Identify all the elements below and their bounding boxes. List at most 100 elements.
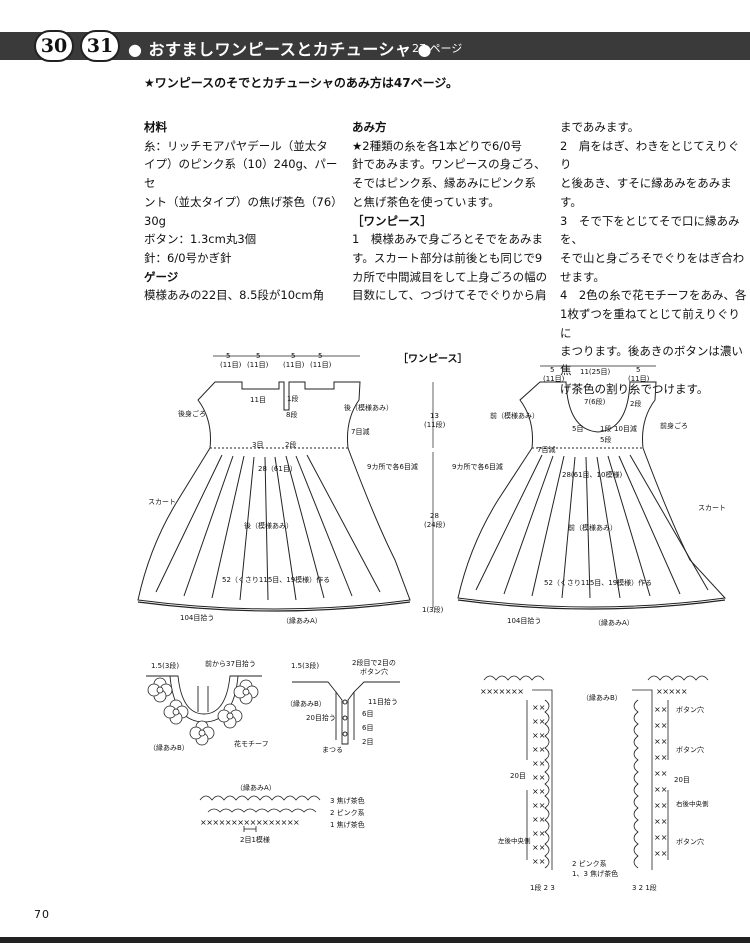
row-numbers-right: 3 2 1段 (632, 883, 657, 892)
edging-b-right-chart (632, 675, 709, 870)
edging-row: 3 焦げ茶色 (330, 796, 365, 805)
buttonhole-label: ボタン穴 (676, 745, 704, 754)
buttonhole-note: 2段目で2目の (352, 658, 396, 667)
method-line: そではピンク系、縁あみにピンク系 (352, 176, 536, 191)
row-numbers-left: 1段 2 3 (530, 883, 555, 892)
back-yoke-label: 後身ごろ (178, 409, 206, 418)
page-title: ● おすましワンピースとカチューシャ ● (128, 40, 432, 59)
neck-rows: 1段 (287, 394, 298, 403)
row-label: 2段 (285, 440, 296, 449)
method-heading: あみ方 (352, 120, 387, 134)
decrease-note: 9カ所で各6目減 (452, 462, 503, 471)
dim-label: 5 (636, 366, 640, 374)
stitch-symbols: ×× (532, 731, 545, 740)
method-line: カ所で中間減目をして上身ごろの幅の (352, 269, 548, 284)
method-line: 1 模様あみで身ごろとそでをあみま (352, 232, 543, 247)
method-line: す。スカート部分は前後とも同じで9 (352, 250, 543, 265)
intro-note: ★ワンピースのそでとカチューシャのあみ方は47ページ。 (144, 76, 459, 90)
dim-label: 11(25目) (580, 368, 611, 376)
skirt-label: スカート (698, 504, 726, 512)
collar-edging: （縁あみB） (149, 743, 189, 752)
center-side-right: 右後中央側 (676, 799, 709, 808)
edging-repeat: 2目1模様 (240, 835, 270, 844)
materials-column: 材料 糸：リッチモアパヤデール（並太タ イプ）のピンク系（10）240g、パーセ… (144, 118, 343, 305)
stitch-symbols: ××××× (656, 687, 687, 696)
method-line: と後あき、すそに縁あみをあみます。 (560, 176, 732, 209)
collar-pickup: 前から37目拾う (205, 659, 256, 668)
height-label: 1(3段) (422, 605, 444, 614)
placket-stitch: 6目 (362, 710, 373, 718)
project-number-31: 31 (80, 30, 120, 62)
stitch-symbols: ×× (532, 815, 545, 824)
stitch-label: 5目 (572, 425, 583, 433)
flower-motifs (147, 677, 259, 746)
height-sub: (11段) (424, 420, 446, 429)
method-subheading: ［ワンピース］ (352, 213, 432, 228)
edging-a-title: （縁あみA） (236, 783, 276, 792)
hem-label: 52（くさり115目、19模様）作る (222, 575, 330, 584)
dim-sub: (11目) (543, 375, 565, 383)
edging-a-labels: （縁あみA） ×××××××××××××××× 3 焦げ茶色 2 ピンク系 1 … (200, 783, 365, 844)
stitch-symbols: ×× (532, 829, 545, 838)
edging-a-chart (199, 795, 321, 832)
stitch-symbols: ×× (654, 721, 667, 730)
back-dress-diagram (137, 355, 411, 612)
placket-diagram (292, 681, 400, 745)
gauge-heading: ゲージ (144, 269, 179, 284)
method-line: 3 そで下をとじてそで口に縁あみを、 (560, 213, 740, 247)
dim-sub: (11目) (283, 361, 305, 369)
stitch-count: 20目 (674, 776, 690, 784)
decrease-note: 9カ所で各6目減 (367, 462, 418, 471)
placket-pickup: 20目拾う (306, 713, 336, 722)
edging-label: （縁あみA） (282, 616, 322, 625)
method-line: 1枚ずつを重ねてとじて前えりぐりに (560, 307, 740, 340)
stitch-symbols: ×× (654, 833, 667, 842)
diagram-title: ［ワンピース］ (398, 352, 468, 365)
stitch-symbols: ×× (654, 801, 667, 810)
stitch-symbols: ×× (532, 703, 545, 712)
method-column: あみ方 ★2種類の糸を各1本どりで6/0号 針であみます。ワンピースの身ごろ、 … (352, 118, 550, 305)
method-line: そで山と身ごろそでぐりをはぎ合わ (560, 250, 745, 265)
collar-width: 1.5(3段) (151, 661, 179, 670)
materials-line: 糸：リッチモアパヤデール（並太タ (144, 138, 328, 153)
bottom-bar (0, 937, 750, 943)
stitch-symbols: ×× (532, 843, 545, 852)
method-line: 4 2色の糸で花モチーフをあみ、各 (560, 288, 747, 303)
center-side-left: 左後中央側 (498, 836, 531, 845)
collar-labels: 1.5(3段) 前から37目拾う （縁あみB） 花モチーフ (149, 659, 269, 752)
method-line: まであみます。 (560, 120, 640, 134)
decrease-label: 7目減 (351, 427, 369, 436)
edging-b-left-chart (483, 675, 553, 870)
method-line: 針であみます。ワンピースの身ごろ、 (352, 157, 546, 172)
buttonhole-note: ボタン穴 (360, 667, 388, 676)
edging-row: 1 焦げ茶色 (330, 820, 365, 829)
stitch-symbols: ××××××× (480, 687, 523, 696)
pickup-label: 104目拾う (180, 613, 214, 622)
front-yoke-label: 前身ごろ (660, 421, 688, 430)
stitch-symbols: ×× (532, 801, 545, 810)
width-label: 28（61目） (258, 465, 297, 473)
gauge-text: 模様あみの22目、8.5段が10cm角 (144, 288, 325, 303)
method-line: げ茶色の割り糸でつけます。 (560, 381, 709, 396)
buttonhole-label: ボタン穴 (676, 837, 704, 846)
neck-depth-label: 7(6段) (584, 397, 606, 406)
materials-heading: 材料 (144, 120, 167, 134)
placket-labels: 1.5(3段) 2段目で2目の ボタン穴 （縁あみB） 11目拾う 20目拾う … (286, 658, 398, 754)
materials-line: ボタン：1.3cm丸3個 (144, 232, 257, 247)
placket-width: 1.5(3段) (291, 661, 319, 670)
dim-sub: (11目) (310, 361, 332, 369)
materials-line: ント（並太タイプ）の焦げ茶色（76） (144, 194, 343, 209)
project-number-30: 30 (34, 30, 74, 62)
motif-label: 花モチーフ (234, 739, 269, 748)
method-line: まつります。後あきのボタンは濃い焦 (560, 344, 743, 378)
front-dress-labels: 5 11(25目) 5 (11目) (11目) 前（模様あみ） 7(6段) 2段… (452, 366, 726, 627)
pickup-label: 104目拾う (507, 616, 541, 625)
edging-label: （縁あみA） (594, 618, 634, 627)
method-line: と焦げ茶色を使っています。 (352, 194, 500, 209)
row-label: 1段 (600, 424, 611, 433)
width-label: 28(61目、10模様) (562, 470, 622, 479)
stitch-symbols: ×× (654, 849, 667, 858)
stitch-symbols: ×× (654, 817, 667, 826)
method-line: せます。 (560, 269, 605, 284)
method-line: 2 肩をはぎ、わきをとじてえりぐり (560, 138, 740, 172)
